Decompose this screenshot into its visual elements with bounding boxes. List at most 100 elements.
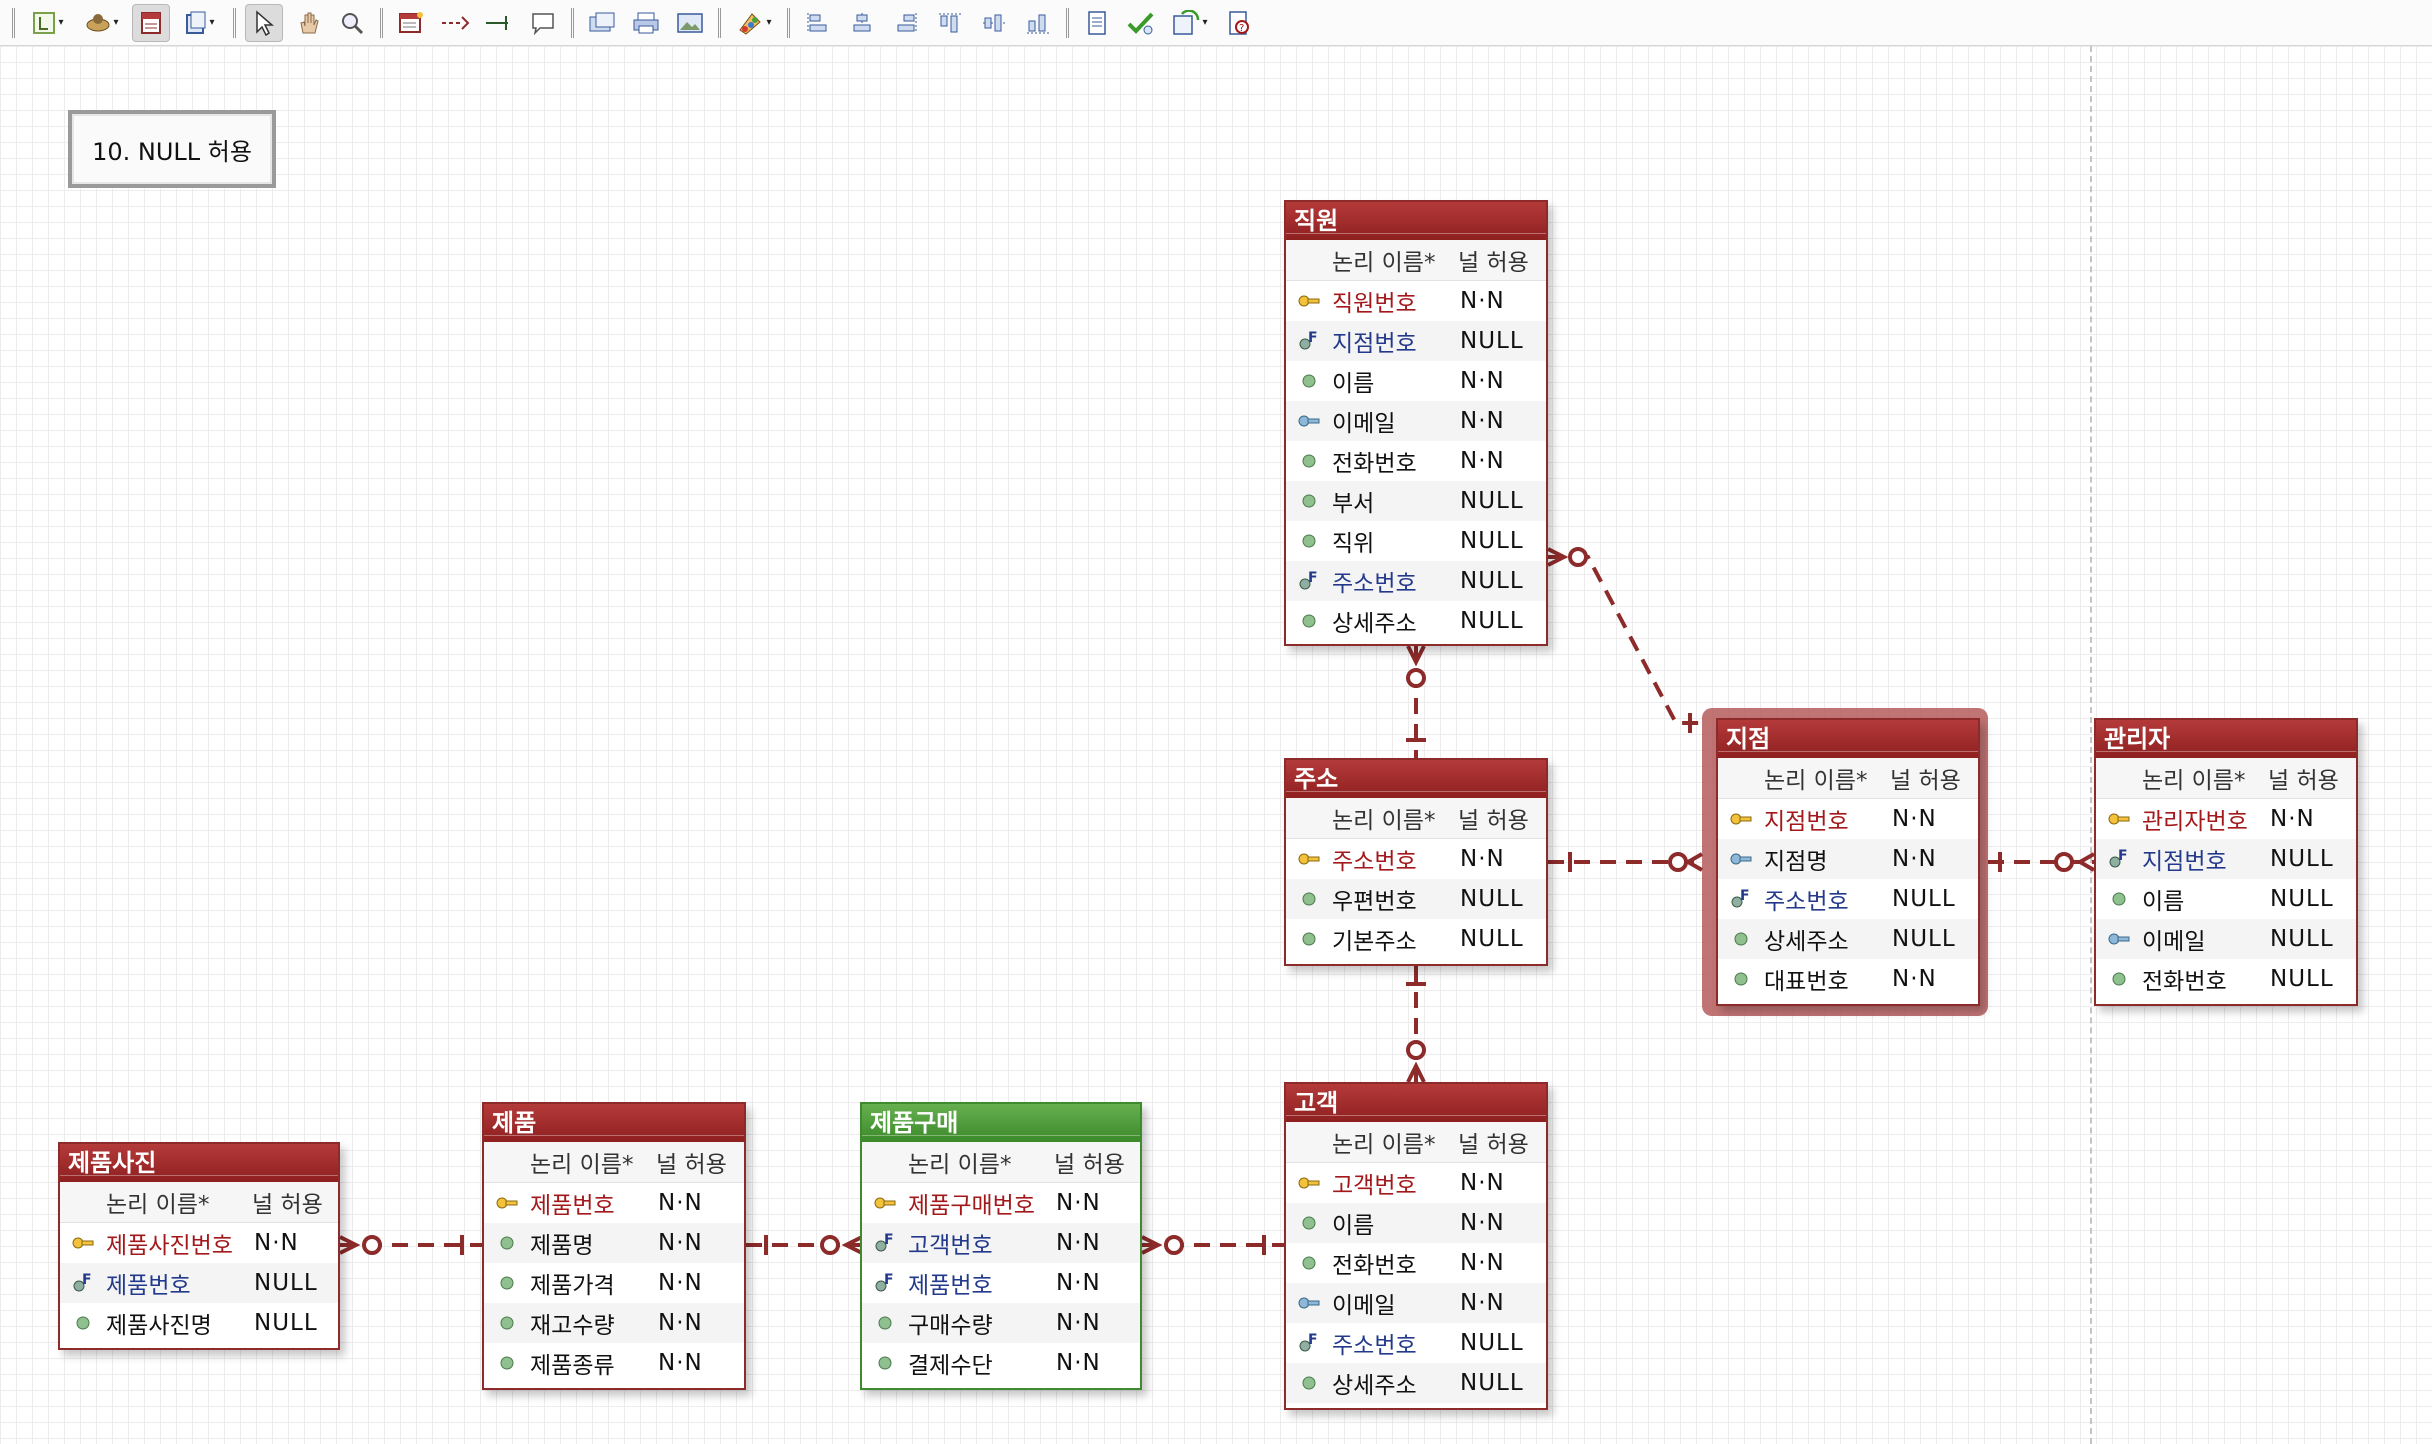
align-bottom-button[interactable] [1019, 4, 1057, 42]
column-nullability: NULL [2270, 886, 2334, 912]
validate-button[interactable] [1122, 4, 1160, 42]
comment-button[interactable] [524, 4, 562, 42]
column-name: 제품종류 [530, 1353, 615, 1379]
align-right-button[interactable] [887, 4, 925, 42]
note-box[interactable]: 10. NULL 허용 [68, 110, 276, 188]
entity-button[interactable] [392, 4, 430, 42]
alternate-key-icon [1294, 414, 1324, 428]
align-top-button[interactable] [931, 4, 969, 42]
zoom-button[interactable] [333, 4, 371, 42]
zoom-icon [342, 12, 364, 34]
help-button[interactable]: ? [1220, 4, 1258, 42]
foreign-key-icon: F [870, 1272, 900, 1294]
image-button[interactable] [671, 4, 709, 42]
nonidentifying-relation-button[interactable] [436, 4, 474, 42]
column-name: 주소번호 [1332, 849, 1417, 875]
color-button[interactable]: ▾ [730, 4, 778, 42]
svg-text:F: F [1308, 570, 1318, 586]
attribute-icon [492, 1235, 522, 1251]
column-name: 제품가격 [530, 1273, 615, 1299]
svg-text:F: F [884, 1272, 894, 1288]
primary-key-icon [2104, 812, 2134, 826]
select-button[interactable] [245, 3, 283, 42]
page-layout-button[interactable]: ▾ [24, 4, 72, 42]
column-header: 논리 이름*널 허용 [484, 1142, 744, 1183]
hand-button[interactable] [289, 4, 327, 42]
column-nullability: NULL [2270, 846, 2334, 872]
column-name: 상세주소 [1764, 929, 1849, 955]
svg-text:F: F [2118, 848, 2128, 864]
align-middle-button[interactable] [975, 4, 1013, 42]
identifying-relation-button[interactable] [480, 4, 518, 42]
image-icon [677, 12, 703, 33]
column-row[interactable]: 주소번호 N·N [1286, 839, 1546, 879]
align-center-button[interactable] [843, 4, 881, 42]
align-middle-icon [983, 14, 1005, 31]
primary-key-icon [1294, 852, 1324, 866]
document-button[interactable] [1078, 4, 1116, 42]
export-button[interactable] [583, 4, 621, 42]
table-button[interactable] [132, 3, 170, 42]
column-name: 결제수단 [908, 1353, 993, 1379]
svg-text:F: F [82, 1272, 92, 1288]
entity-title: 고객 [1286, 1084, 1546, 1122]
sync-button[interactable]: ▾ [1166, 4, 1214, 42]
print-button[interactable] [627, 4, 665, 42]
column-nullability: NULL [1460, 926, 1524, 952]
column-nullability: NULL [1460, 608, 1524, 634]
foreign-key-icon: F [2104, 848, 2134, 870]
theme-button[interactable]: ▾ [78, 4, 126, 42]
align-left-button[interactable] [799, 4, 837, 42]
column-nullability: N·N [1460, 846, 1505, 872]
view-button[interactable]: ▾ [176, 4, 224, 42]
